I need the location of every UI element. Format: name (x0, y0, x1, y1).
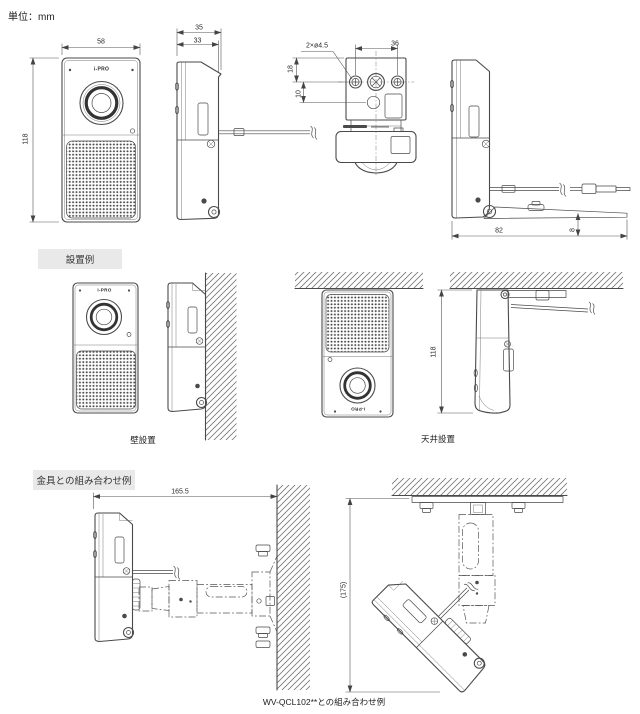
dim-label-base-height: 8 (569, 228, 577, 232)
dim-label-ceiling-height: 118 (430, 345, 437, 358)
ceiling-hatching (392, 478, 567, 496)
microphone-hole (68, 68, 72, 72)
dim-label-depth-body: 33 (193, 37, 202, 44)
dim-label-front-width: 58 (97, 38, 105, 45)
dim-label-base-length: 82 (495, 227, 503, 234)
cable-with-connector (489, 182, 631, 197)
drawing-wall-bracket-combo (92, 484, 310, 691)
speaker-grille (66, 140, 136, 219)
unit-note: 単位：mm (8, 12, 55, 23)
camera-lens (85, 298, 123, 336)
drawing-side-view (174, 28, 318, 221)
speaker-grille (76, 350, 136, 410)
dim-label-mount-holes: 2×ø4.5 (306, 42, 328, 50)
mount-bracket-phantom (458, 514, 496, 624)
cable (510, 301, 596, 315)
brand-logo: i-PRO (93, 66, 110, 72)
drawing-wall-mount (72, 272, 237, 441)
drawing-rear-view (292, 44, 417, 177)
mount-bracket-phantom (138, 555, 278, 633)
caption-ceiling-mount: 天井設置 (420, 433, 456, 444)
dim-label-depth-total: 35 (195, 24, 203, 32)
drawing-front-view (29, 43, 141, 223)
section-header-bracket: 金具との組み合わせ例 (33, 470, 135, 490)
dim-label-front-height: 118 (22, 133, 29, 145)
section-header-installation: 設置例 (38, 249, 122, 269)
wall-anchor-bolts (255, 544, 275, 648)
drawing-base-open-side-view (449, 59, 631, 240)
dim-label-ceiling-bracket-height: (175) (340, 581, 348, 599)
microphone-hole (131, 68, 134, 72)
camera-lens (339, 367, 376, 404)
drawing-ceiling-bracket-combo (345, 478, 568, 695)
call-button (327, 357, 333, 362)
wall-hatching (205, 273, 237, 440)
ceiling-anchor-bolts (419, 502, 526, 515)
wall-hatching (277, 485, 310, 690)
caption-bracket-combo: WV-QCL102**との組み合わせ例 (262, 696, 386, 707)
cable (218, 125, 318, 140)
brand-logo: i-PRO (350, 405, 365, 411)
base-hinge (500, 289, 510, 300)
dim-label-hole-span: 36 (391, 40, 399, 48)
drawing-ceiling-mount (294, 272, 624, 418)
dim-label-hole-offset-top: 18 (287, 64, 295, 73)
call-button (129, 128, 136, 134)
ceiling-hatching (295, 272, 423, 289)
camera-lens (79, 80, 124, 126)
dim-label-hole-offset-mid: 10 (295, 89, 303, 98)
base-hinge (207, 205, 221, 219)
ceiling-hatching (450, 272, 623, 289)
brand-logo: i-PRO (97, 287, 112, 293)
speaker-grille (325, 294, 390, 353)
mounting-screw-holes (348, 73, 405, 91)
call-button (126, 332, 132, 337)
base-hinge (482, 204, 497, 219)
caption-wall-mount: 壁設置 (130, 434, 156, 445)
dim-label-wall-bracket-length: 165.5 (171, 488, 189, 495)
